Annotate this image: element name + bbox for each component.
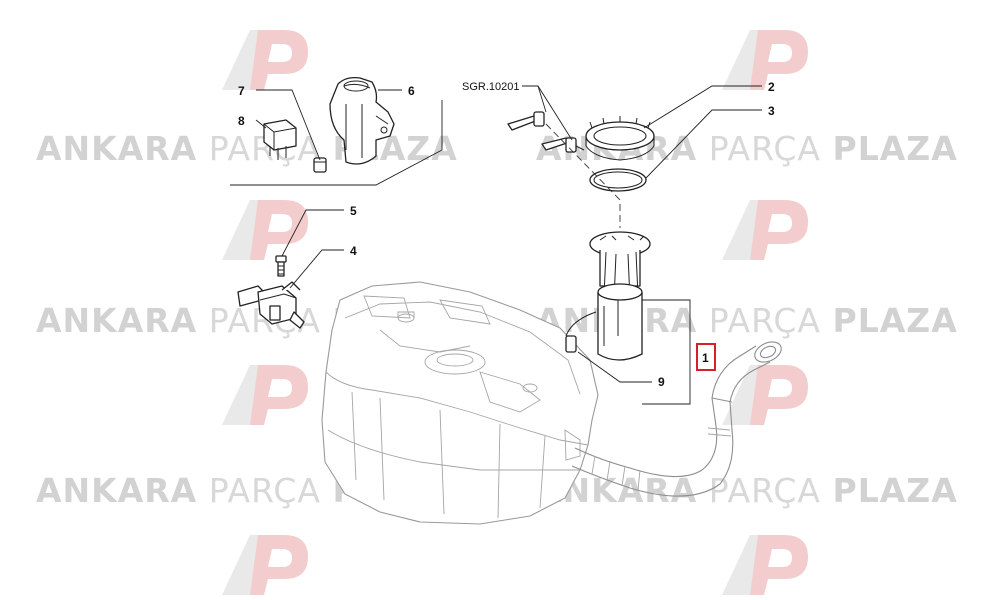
part-4-valve	[237, 281, 305, 329]
part-7-nut	[313, 157, 327, 173]
callout-4: 4	[350, 244, 357, 258]
watermark-row: ANKARA PARÇA PLAZA	[36, 129, 458, 168]
part-2-locking-ring	[585, 116, 655, 161]
callout-5: 5	[350, 204, 357, 218]
callout-7: 7	[238, 84, 245, 98]
highlight-box	[696, 343, 716, 371]
watermark-logo-icon	[722, 30, 808, 90]
callout-3: 3	[768, 104, 775, 118]
watermark-logo-icon	[722, 200, 808, 260]
callout-labels: 7 8 6 5 4 SGR.10201 2 3 1 9	[238, 80, 775, 389]
group-frame-line	[230, 100, 443, 186]
part-5-screw	[275, 255, 287, 277]
filler-hose	[571, 341, 782, 497]
part-8-relay	[263, 119, 297, 160]
part-3-gasket	[589, 168, 647, 192]
fuel-tank	[321, 281, 599, 525]
part-1-fuel-pump	[565, 231, 651, 361]
leader-lines	[255, 85, 762, 405]
watermark-logo-icon	[222, 200, 308, 260]
watermark-logo-icon	[222, 535, 308, 595]
callout-1: 1	[702, 351, 709, 365]
assembly-axis	[545, 123, 621, 228]
reference-code: SGR.10201	[462, 81, 519, 93]
callout-8: 8	[238, 114, 245, 128]
watermark-logo-icon	[222, 30, 308, 90]
callout-9: 9	[658, 375, 665, 389]
callout-2: 2	[768, 80, 775, 94]
watermark-logo-icon	[722, 365, 808, 425]
callout-6: 6	[408, 84, 415, 98]
watermark-logo-icon	[222, 365, 308, 425]
watermark-logo-icon	[722, 535, 808, 595]
watermark-logos	[222, 30, 808, 595]
part-6-filter-housing	[329, 76, 395, 165]
